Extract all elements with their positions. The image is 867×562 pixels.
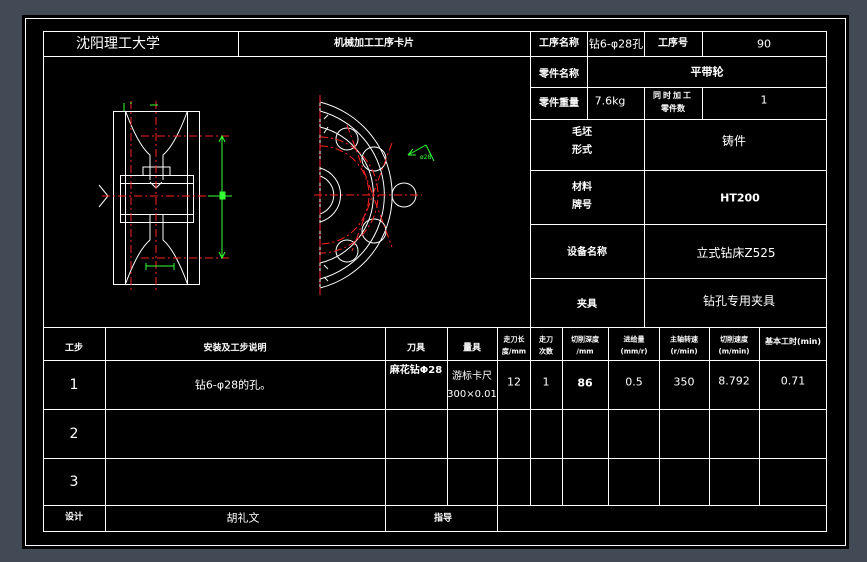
material-value: HT200 <box>720 191 760 205</box>
process-no-value: 90 <box>757 37 771 51</box>
supervisor-label: 指导 <box>433 513 453 524</box>
process-name-label: 工序名称 <box>539 38 579 49</box>
row1-feed: 0.5 <box>625 375 643 389</box>
process-card-drawing: ø28 <box>25 18 846 546</box>
drawing-sheet: ø28 沈阳理工大学 机械加工工序卡片 工序名称 钻6-φ28孔 工序号 90 … <box>22 15 849 549</box>
side-view-dimensions <box>123 102 232 270</box>
simultaneous-value: 1 <box>760 93 768 107</box>
row1-step: 1 <box>69 377 79 393</box>
col-header-time: 基本工时(min) <box>764 337 822 346</box>
part-name-label: 零件名称 <box>539 69 579 80</box>
col-header-content: 安装及工步说明 <box>203 343 267 354</box>
side-view-centerlines <box>102 101 232 293</box>
front-view-dim-text: ø28 <box>420 154 431 161</box>
col-header-speed-line1: 主轴转速 <box>670 335 698 344</box>
row1-gauge-line1: 游标卡尺 <box>452 371 492 382</box>
row2-step: 2 <box>69 426 79 442</box>
col-header-feed-length-line2: 度/mm <box>501 347 527 356</box>
col-header-passes-line1: 走刀 <box>539 335 553 344</box>
material-label-line2: 牌号 <box>572 200 592 211</box>
part-weight-value: 7.6kg <box>594 94 626 108</box>
fixture-label: 夹具 <box>577 299 597 310</box>
col-header-depth-line2: /mm <box>576 347 594 356</box>
col-header-passes-line2: 次数 <box>539 347 553 356</box>
designer-value: 胡礼文 <box>226 511 260 525</box>
col-header-gauge: 量具 <box>462 343 482 354</box>
part-name-value: 平带轮 <box>690 65 724 79</box>
row3-step: 3 <box>69 474 79 490</box>
row1-passes: 1 <box>542 375 550 389</box>
row1-speed: 350 <box>673 375 695 389</box>
row1-gauge-line2: 300×0.01 <box>447 389 497 400</box>
row1-depth: 86 <box>577 376 593 390</box>
row1-feed-length: 12 <box>507 375 521 389</box>
fixture-value: 钻孔专用夹具 <box>702 294 776 308</box>
row1-cut-speed: 8.792 <box>718 374 750 388</box>
process-name-value: 钻6-φ28孔 <box>588 37 644 51</box>
col-header-depth-line1: 切削深度 <box>571 335 599 344</box>
designer-label: 设计 <box>64 512 84 523</box>
col-header-step: 工步 <box>64 343 84 354</box>
inner-border <box>43 31 827 532</box>
part-weight-label: 零件重量 <box>539 98 579 109</box>
col-header-cut-speed-line2: (m/min) <box>718 347 750 356</box>
front-view-dimension <box>407 144 435 162</box>
blank-value: 铸件 <box>721 134 747 148</box>
equipment-label: 设备名称 <box>567 247 607 258</box>
outer-border <box>25 18 846 546</box>
blank-label-line1: 毛坯 <box>572 127 592 138</box>
blank-label-line2: 形式 <box>572 145 592 156</box>
row1-time: 0.71 <box>780 374 806 388</box>
col-header-feed-line1: 进给量 <box>623 335 645 344</box>
pulley-section-view <box>98 110 200 285</box>
process-no-label: 工序号 <box>658 38 688 49</box>
col-header-feed-length-line1: 走刀长 <box>503 335 525 344</box>
col-header-tool: 刀具 <box>406 343 426 354</box>
card-title: 机械加工工序卡片 <box>334 38 414 49</box>
col-header-speed-line2: (r/min) <box>670 347 698 356</box>
col-header-feed-line2: (mm/r) <box>620 347 648 356</box>
university-name: 沈阳理工大学 <box>76 36 160 52</box>
material-label-line1: 材料 <box>572 182 592 193</box>
simultaneous-label-line1: 同时加工 <box>653 91 693 100</box>
col-header-cut-speed-line1: 切削速度 <box>720 335 748 344</box>
equipment-value: 立式钻床Z525 <box>696 246 776 260</box>
simultaneous-label-line2: 零件数 <box>661 104 685 113</box>
row1-tool: 麻花钻Φ28 <box>389 365 443 376</box>
row1-content: 钻6-φ28的孔。 <box>194 378 272 392</box>
front-view-centerlines <box>314 95 422 295</box>
